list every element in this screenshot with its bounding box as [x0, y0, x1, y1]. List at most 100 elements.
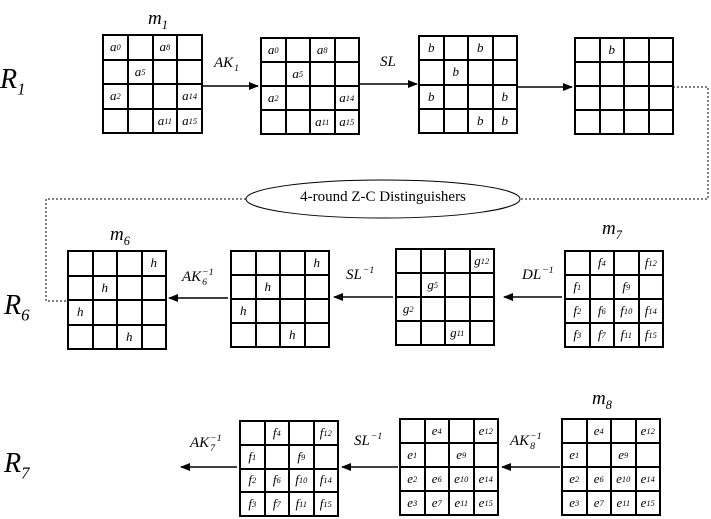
distinguisher-label: 4-round Z-C Distinguishers [300, 189, 466, 205]
grid-cell [469, 321, 494, 345]
grid-cell: b [419, 84, 444, 109]
grid-cell [575, 38, 600, 62]
grid-cell [611, 419, 636, 443]
round-label-r6: R6 [4, 290, 30, 325]
grid-cell [177, 35, 202, 60]
grid-cell [280, 275, 305, 299]
grid-cell [468, 60, 493, 85]
distinguisher-connector [521, 86, 709, 200]
op-label-sl-inv-6: SL−1 [346, 265, 375, 284]
grid-cell [396, 321, 421, 345]
grid-cell: h [280, 323, 305, 347]
grid-cell [103, 59, 128, 84]
grid-cell [334, 38, 359, 62]
grid-cell [92, 251, 117, 276]
distinguisher-connector-left [45, 198, 246, 302]
grid-cell [304, 323, 329, 347]
grid-cell [469, 297, 494, 321]
grid-cell [396, 273, 421, 297]
grid-cell [575, 110, 600, 134]
grid-cell: h [304, 251, 329, 275]
grid-cell [334, 62, 359, 86]
grid-cell [261, 62, 286, 86]
grid-cell [624, 110, 649, 134]
grid-cell: b [468, 36, 493, 61]
grid-cell [68, 324, 93, 349]
grid-cell [177, 59, 202, 84]
grid-cell [92, 324, 117, 349]
grid-cell [396, 249, 421, 273]
grid-cell [565, 251, 590, 275]
grid-cell [285, 86, 310, 110]
grid-cell: h [255, 275, 280, 299]
op-label-sl: SL [380, 54, 396, 70]
op-label-sl-inv-7: SL−1 [354, 431, 383, 450]
grid-cell [648, 110, 673, 134]
grid-cell: b [599, 38, 624, 62]
grid-cell [419, 108, 444, 133]
grid-cell [255, 299, 280, 323]
grid-cell [141, 275, 166, 300]
op-label-dl-inv: DL−1 [522, 265, 554, 284]
grid-cell [310, 62, 335, 86]
grid-cell [445, 273, 470, 297]
distinguisher-ellipse [245, 179, 521, 219]
grid-cell: h [117, 324, 142, 349]
grid-cell: h [231, 299, 256, 323]
grid-cell [68, 275, 93, 300]
grid-cell [152, 84, 178, 109]
grid-cell [127, 108, 153, 133]
grid-cell [575, 86, 600, 110]
grid-cell [468, 84, 493, 109]
grid-cell [420, 297, 445, 321]
grid-cell [419, 60, 444, 85]
state-label-m1-text: m1 [148, 8, 168, 32]
grid-cell [285, 110, 310, 134]
grid-cell [469, 273, 494, 297]
grid-cell [420, 249, 445, 273]
